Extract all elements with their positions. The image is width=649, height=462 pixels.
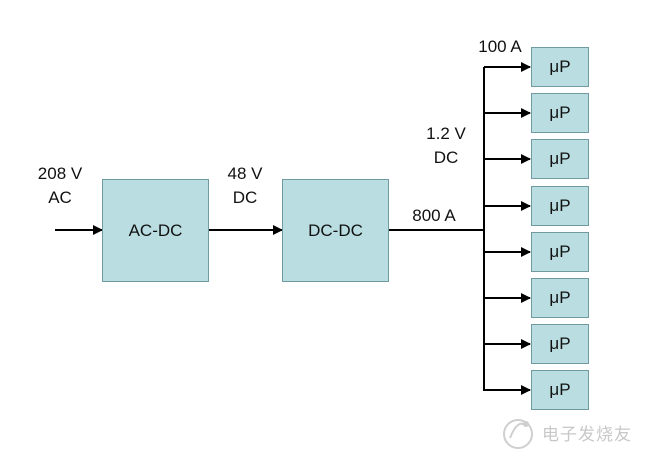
processor-label: μP <box>549 334 571 353</box>
acdc-converter-block: AC-DC <box>102 179 209 282</box>
processor-label: μP <box>549 103 571 122</box>
processor-block: μP <box>531 324 589 364</box>
output-voltage-label: 1.2 V <box>426 124 466 143</box>
input-voltage-label: 208 V <box>37 164 83 183</box>
processor-label: μP <box>549 380 571 399</box>
processor-block: μP <box>531 370 589 410</box>
processor-block: μP <box>531 278 589 318</box>
processor-block: μP <box>531 47 589 87</box>
processor-block: μP <box>531 232 589 272</box>
dcdc-label: DC-DC <box>308 220 363 240</box>
processor-block: μP <box>531 186 589 226</box>
bus-voltage-label: 48 V <box>227 164 263 183</box>
acdc-label: AC-DC <box>128 220 183 240</box>
watermark: 电子发烧友 <box>500 410 640 454</box>
watermark-logo-icon <box>503 419 533 449</box>
input-type-label: AC <box>48 188 72 207</box>
bus-type-label: DC <box>232 188 258 207</box>
branch-current-label: 100 A <box>478 37 522 56</box>
output-current-label: 800 A <box>412 206 456 225</box>
processor-block: μP <box>531 139 589 179</box>
processor-label: μP <box>549 149 571 168</box>
dcdc-converter-block: DC-DC <box>282 179 389 282</box>
processor-block: μP <box>531 93 589 133</box>
processor-label: μP <box>549 242 571 261</box>
watermark-text: 电子发烧友 <box>542 424 632 445</box>
output-type-label: DC <box>433 148 459 167</box>
processor-label: μP <box>549 288 571 307</box>
processor-label: μP <box>549 196 571 215</box>
processor-label: μP <box>549 57 571 76</box>
